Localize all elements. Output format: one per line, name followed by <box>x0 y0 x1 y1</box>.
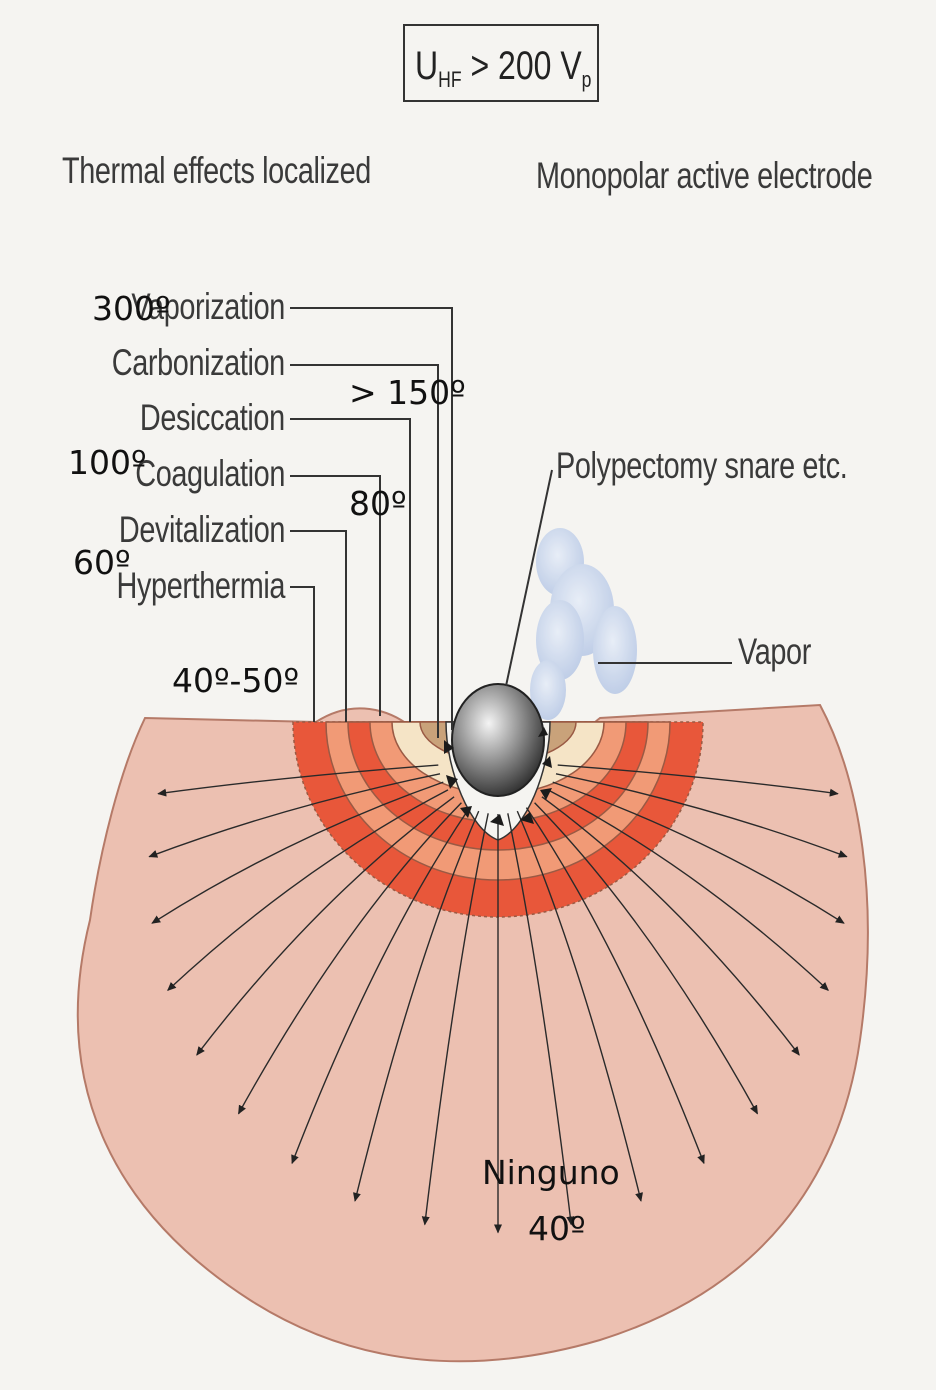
temp-vaporization: 300º <box>92 292 171 325</box>
temp-desiccation: 80º <box>349 487 407 520</box>
temp-none-label: Ninguno <box>482 1156 620 1189</box>
electrode-ball <box>452 684 544 796</box>
voltage-formula-box: UHF > 200 Vp <box>403 24 599 102</box>
zone-label-hyperthermia: Hyperthermia <box>116 567 285 604</box>
callout-instrument: Polypectomy snare etc. <box>556 447 847 484</box>
zone-label-desiccation: Desiccation <box>140 399 285 436</box>
zone-label-devitalization: Devitalization <box>119 511 285 548</box>
temp-coagulation: 100º <box>68 446 147 479</box>
zone-label-coagulation: Coagulation <box>135 455 285 492</box>
zone-label-carbonization: Carbonization <box>112 344 285 381</box>
callout-vapor: Vapor <box>738 633 811 670</box>
temp-devitalization: 60º <box>73 546 131 579</box>
header-monopolar-electrode: Monopolar active electrode <box>536 157 872 194</box>
temp-none-value: 40º <box>528 1212 586 1245</box>
temp-carbonization: > 150º <box>349 376 466 409</box>
header-thermal-effects: Thermal effects localized <box>62 152 371 189</box>
voltage-formula: UHF > 200 Vp <box>415 44 591 93</box>
temp-hyperthermia: 40º-50º <box>172 664 299 697</box>
